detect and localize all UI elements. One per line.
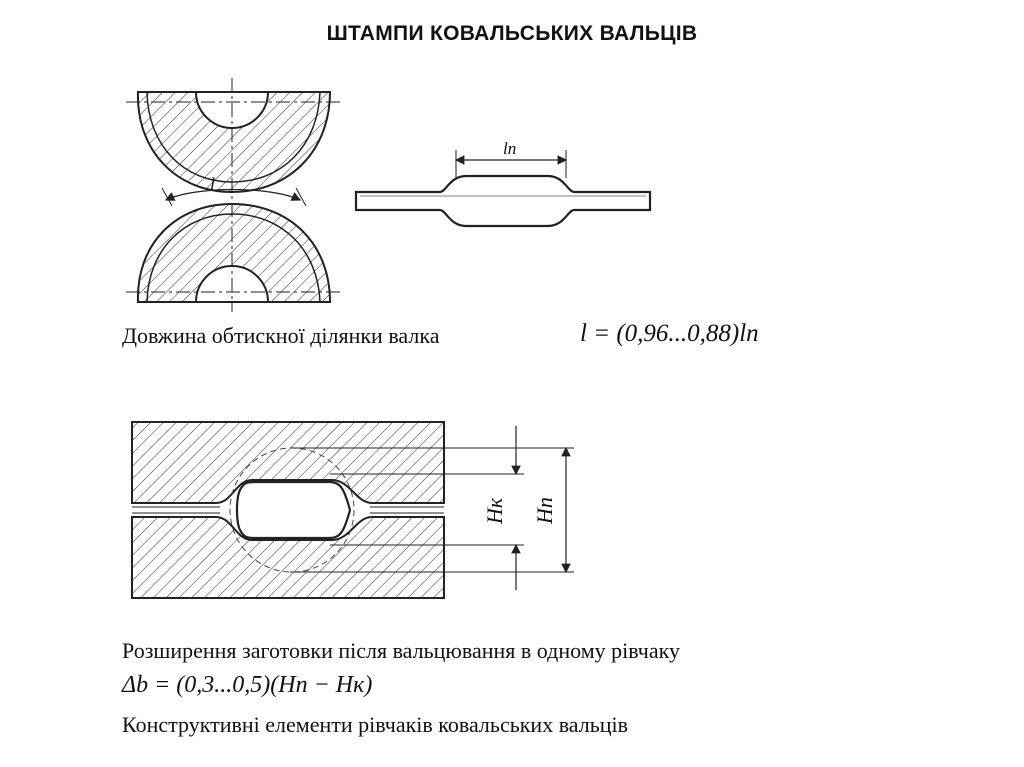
workpiece: [235, 480, 352, 540]
page-title: ШТАМПИ КОВАЛЬСЬКИХ ВАЛЬЦІВ: [326, 22, 698, 45]
blank-figure: lп: [354, 139, 652, 228]
roll-arc-label: l: [210, 174, 215, 194]
upper-die: [131, 421, 445, 504]
hp-label: Hп: [532, 497, 557, 525]
pass-figure: Hк Hп: [131, 421, 574, 599]
roll-figure: l: [126, 78, 340, 312]
caption-roll-length: Довжина обтискної ділянки валка: [122, 323, 440, 348]
blank-length-label: lп: [503, 139, 516, 158]
formula-roll-length: l = (0,96...0,88)lп: [580, 320, 759, 347]
caption-widening: Розширення заготовки після вальцювання в…: [122, 638, 680, 663]
formula-widening: Δb = (0,3...0,5)(Hп − Hк): [122, 672, 373, 698]
lower-die: [131, 516, 445, 599]
blank-outline: [354, 174, 652, 228]
caption-pass-elements: Конструктивні елементи рівчаків ковальсь…: [122, 712, 629, 737]
hk-label: Hк: [482, 497, 507, 525]
